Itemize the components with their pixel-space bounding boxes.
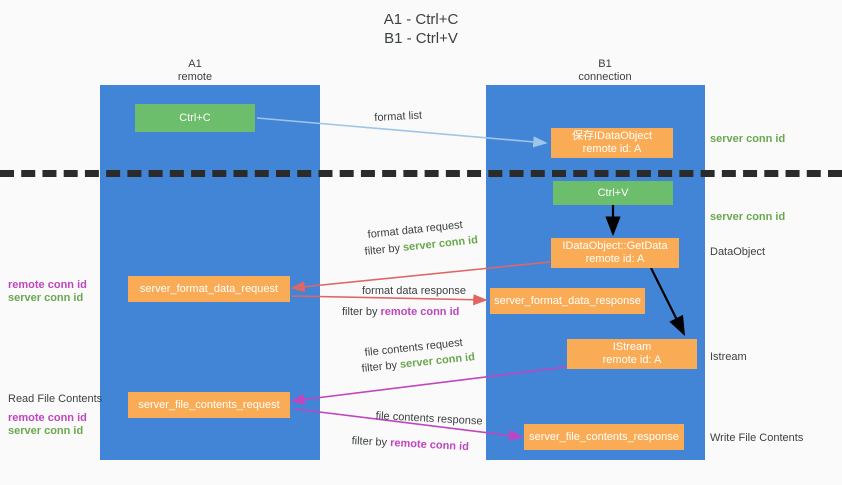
node-save-idataobject[interactable]: 保存IDataObject remote id: A bbox=[551, 128, 673, 158]
node-ctrl-v[interactable]: Ctrl+V bbox=[553, 181, 673, 205]
edge-label-file-contents-response-filter: filter by remote conn id bbox=[351, 434, 469, 454]
edge-label-format-list: format list bbox=[374, 109, 423, 124]
column-header-b1-name: B1 bbox=[598, 58, 612, 70]
left-annotation-server-conn-id-1: server conn id bbox=[8, 292, 84, 304]
page-title: A1 - Ctrl+C B1 - Ctrl+V bbox=[383, 11, 459, 47]
node-server-file-contents-response[interactable]: server_file_contents_response bbox=[524, 424, 684, 450]
left-annotation-remote-conn-id-2: remote conn id bbox=[8, 412, 87, 424]
node-istream-line1: IStream bbox=[612, 341, 652, 353]
edge-label-format-data-response: format data response bbox=[362, 285, 466, 297]
filter-prefix: filter by bbox=[364, 241, 404, 258]
node-server-file-contents-request-label: server_file_contents_request bbox=[138, 398, 280, 411]
node-server-format-data-request[interactable]: server_format_data_request bbox=[128, 276, 290, 302]
node-server-file-contents-response-label: server_file_contents_response bbox=[529, 430, 679, 443]
node-server-format-data-response-label: server_format_data_response bbox=[494, 294, 641, 307]
column-header-a1-sub: remote bbox=[177, 71, 213, 83]
node-ctrl-c-label: Ctrl+C bbox=[179, 111, 211, 124]
node-idataobject-getdata[interactable]: IDataObject::GetData remote id: A bbox=[551, 238, 679, 268]
edge-label-format-data-response-filter: filter by remote conn id bbox=[342, 305, 459, 319]
right-annotation-write-file-contents: Write File Contents bbox=[710, 432, 804, 444]
edge-label-file-contents-response: file contents response bbox=[375, 409, 483, 428]
phase-separator bbox=[0, 170, 842, 177]
node-save-idataobject-line1: 保存IDataObject bbox=[571, 130, 653, 142]
node-server-format-data-response[interactable]: server_format_data_response bbox=[490, 288, 645, 314]
node-ctrl-c[interactable]: Ctrl+C bbox=[135, 104, 255, 132]
right-annotation-server-conn-id-mid: server conn id bbox=[710, 211, 786, 223]
node-server-format-data-request-label: server_format_data_request bbox=[139, 282, 279, 295]
node-idataobject-getdata-line2: remote id: A bbox=[585, 253, 645, 265]
node-server-file-contents-request[interactable]: server_file_contents_request bbox=[128, 392, 290, 418]
filter-key-remote-conn-id: remote conn id bbox=[380, 306, 460, 318]
left-annotation-read-file-contents: Read File Contents bbox=[8, 393, 103, 405]
node-save-idataobject-line2: remote id: A bbox=[582, 143, 642, 155]
filter-prefix: filter by bbox=[351, 434, 391, 449]
filter-key-remote-conn-id: remote conn id bbox=[389, 437, 470, 454]
left-annotation-server-conn-id-2: server conn id bbox=[8, 425, 84, 437]
left-annotation-remote-conn-id-1: remote conn id bbox=[8, 279, 87, 291]
column-header-a1: A1 remote bbox=[135, 58, 255, 84]
node-idataobject-getdata-line1: IDataObject::GetData bbox=[562, 240, 668, 252]
node-istream[interactable]: IStream remote id: A bbox=[567, 339, 697, 369]
column-header-b1: B1 connection bbox=[545, 58, 665, 84]
column-header-b1-sub: connection bbox=[578, 71, 632, 83]
node-ctrl-v-label: Ctrl+V bbox=[597, 186, 629, 199]
right-annotation-dataobject: DataObject bbox=[710, 246, 766, 258]
right-annotation-istream: Istream bbox=[710, 351, 747, 363]
right-annotation-server-conn-id-top: server conn id bbox=[710, 133, 786, 145]
filter-prefix: filter by bbox=[361, 358, 401, 375]
column-header-a1-name: A1 bbox=[188, 58, 202, 70]
filter-prefix: filter by bbox=[342, 306, 381, 318]
node-istream-line2: remote id: A bbox=[602, 354, 662, 366]
